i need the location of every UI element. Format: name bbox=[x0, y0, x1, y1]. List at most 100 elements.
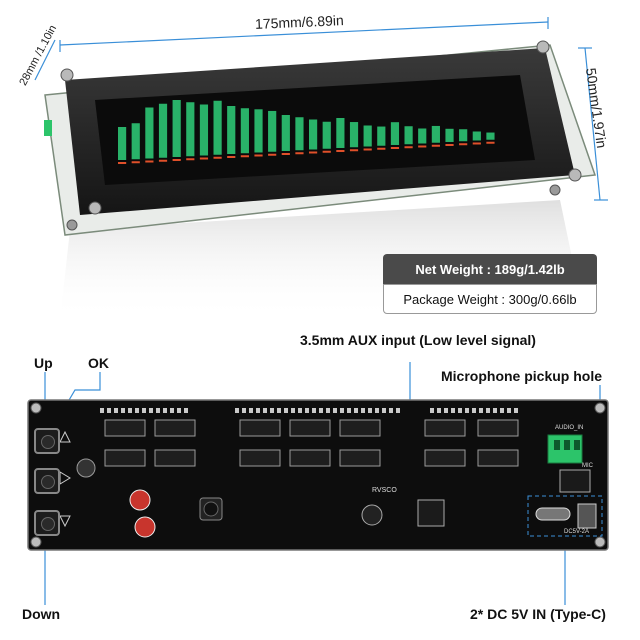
header-pin bbox=[361, 408, 365, 413]
header-pin bbox=[347, 408, 351, 413]
spectrum-peak bbox=[131, 161, 140, 164]
mcu-chip bbox=[417, 499, 445, 527]
spectrum-bar bbox=[213, 100, 222, 155]
header-pin bbox=[277, 408, 281, 413]
spectrum-peak bbox=[145, 160, 154, 163]
pcb-board bbox=[27, 399, 609, 551]
header-pin bbox=[156, 408, 160, 413]
spectrum-peak bbox=[336, 149, 345, 152]
header-pin bbox=[479, 408, 483, 413]
header-pin bbox=[333, 408, 337, 413]
type-c-port bbox=[577, 503, 597, 529]
driver-chip bbox=[289, 419, 331, 437]
header-pin bbox=[235, 408, 239, 413]
header-pin bbox=[368, 408, 372, 413]
screw-icon bbox=[30, 536, 42, 548]
up-arrow-icon bbox=[59, 430, 71, 443]
spectrum-peak bbox=[281, 152, 290, 155]
header-pin bbox=[100, 408, 104, 413]
header-pin bbox=[354, 408, 358, 413]
net-weight-label: Net Weight : 189g/1.42lb bbox=[415, 261, 565, 277]
spectrum-bar bbox=[227, 105, 236, 154]
spectrum-peak bbox=[213, 156, 222, 159]
spectrum-bar bbox=[295, 117, 304, 151]
ok-callout: OK bbox=[88, 355, 109, 371]
ok-arrow-icon bbox=[59, 471, 71, 485]
spectrum-bar bbox=[445, 128, 454, 142]
spectrum-bar bbox=[131, 123, 140, 160]
header-pin bbox=[149, 408, 153, 413]
spectrum-bar bbox=[268, 110, 277, 152]
header-pin bbox=[493, 408, 497, 413]
spectrum-peak bbox=[486, 141, 495, 144]
capacitor bbox=[134, 516, 156, 538]
spectrum-bar bbox=[404, 126, 413, 145]
spectrum-bar bbox=[486, 132, 495, 140]
driver-chip bbox=[289, 449, 331, 467]
header-pin bbox=[114, 408, 118, 413]
header-pin bbox=[263, 408, 267, 413]
spectrum-bar bbox=[336, 117, 345, 148]
spectrum-peak bbox=[349, 149, 359, 152]
spectrum-peak bbox=[363, 148, 372, 151]
header-pin bbox=[472, 408, 476, 413]
spectrum-bar bbox=[322, 121, 331, 149]
up-callout: Up bbox=[34, 355, 53, 371]
height-dimension-line bbox=[584, 47, 601, 201]
width-dimension-line bbox=[59, 21, 549, 46]
audio-in-silk: AUDIO_IN bbox=[555, 425, 584, 431]
spectrum-peak bbox=[404, 146, 413, 149]
spectrum-bar bbox=[172, 99, 181, 157]
up-button[interactable] bbox=[34, 428, 60, 454]
spectrum-peak bbox=[172, 158, 181, 161]
spectrum-peak bbox=[390, 146, 400, 149]
driver-chip bbox=[104, 419, 146, 437]
header-pin bbox=[507, 408, 511, 413]
spectrum-bar bbox=[363, 125, 372, 147]
header-pin bbox=[184, 408, 188, 413]
header-pin bbox=[256, 408, 260, 413]
screw-icon bbox=[536, 40, 550, 54]
header-pin bbox=[284, 408, 288, 413]
spectrum-bar bbox=[472, 131, 481, 141]
spectrum-bar bbox=[240, 108, 249, 154]
spectrum-bar bbox=[145, 107, 154, 159]
ok-button[interactable] bbox=[34, 468, 60, 494]
header-pin bbox=[312, 408, 316, 413]
header-pin bbox=[249, 408, 253, 413]
driver-chip bbox=[104, 449, 146, 467]
battery-holder bbox=[361, 504, 383, 526]
spectrum-peak bbox=[459, 143, 468, 146]
package-weight-box: Package Weight : 300g/0.66lb bbox=[383, 284, 597, 314]
driver-chip bbox=[239, 419, 281, 437]
header-pin bbox=[305, 408, 309, 413]
capacitor bbox=[129, 489, 151, 511]
header-pin bbox=[270, 408, 274, 413]
driver-chip bbox=[424, 449, 466, 467]
header-pin bbox=[135, 408, 139, 413]
spectrum-bar bbox=[377, 126, 386, 146]
spectrum-peak bbox=[268, 153, 277, 156]
type-c-port bbox=[535, 507, 571, 521]
spectrum-bar bbox=[431, 125, 440, 143]
product-photo bbox=[34, 17, 608, 320]
mic-module bbox=[559, 469, 591, 493]
driver-chip bbox=[339, 449, 381, 467]
header-pin bbox=[170, 408, 174, 413]
down-button[interactable] bbox=[34, 510, 60, 536]
pcb-back-view bbox=[27, 362, 609, 605]
header-pin bbox=[444, 408, 448, 413]
driver-chip bbox=[154, 419, 196, 437]
header-pin bbox=[298, 408, 302, 413]
spectrum-peak bbox=[254, 154, 263, 157]
header-pin bbox=[458, 408, 462, 413]
driver-chip bbox=[154, 449, 196, 467]
header-pin bbox=[319, 408, 323, 413]
spectrum-bar bbox=[254, 109, 263, 153]
brand-silk: RVSCO bbox=[372, 487, 397, 494]
header-pin bbox=[430, 408, 434, 413]
spectrum-peak bbox=[227, 155, 236, 158]
header-pin bbox=[291, 408, 295, 413]
spectrum-peak bbox=[158, 159, 168, 162]
spectrum-bar bbox=[349, 122, 359, 148]
